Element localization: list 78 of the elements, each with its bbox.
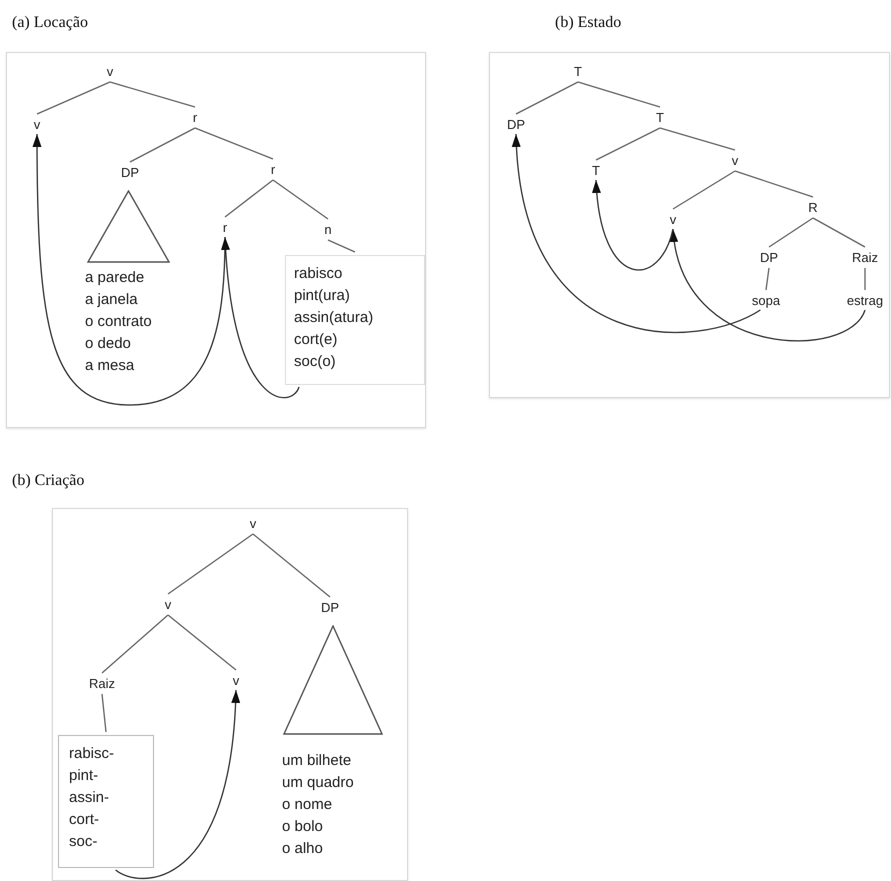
- triangle-shape: [87, 190, 170, 263]
- tree-branch: [864, 268, 866, 290]
- tree-label: T: [656, 110, 664, 125]
- word: pint-: [69, 766, 100, 786]
- tree-branch: [812, 217, 866, 248]
- tree-label: v: [106, 64, 114, 79]
- tree-label: sopa: [752, 293, 780, 308]
- tree-branch: [516, 81, 578, 115]
- tree-label: v: [250, 516, 256, 531]
- tree-branch: [102, 614, 168, 674]
- word: cort-: [69, 810, 100, 830]
- panel-title: (b) Estado: [555, 14, 622, 32]
- word: pint(ura): [294, 286, 351, 306]
- tree-label: v: [670, 212, 676, 227]
- tree-branch: [36, 81, 110, 115]
- word: a janela: [85, 290, 139, 310]
- word: o nome: [282, 795, 334, 815]
- tree-branch: [596, 127, 660, 161]
- tree-branch: [660, 127, 736, 151]
- tree-label: T: [592, 163, 600, 178]
- tree-label: n: [324, 222, 332, 237]
- movement-arrow: [512, 134, 761, 333]
- tree-branch: [768, 217, 814, 248]
- tree-branch: [578, 81, 660, 108]
- word: rabisco: [294, 264, 344, 284]
- word: o contrato: [85, 312, 152, 332]
- tree-label: v: [34, 117, 40, 132]
- tree-branch: [101, 694, 107, 732]
- movement-arrow: [221, 236, 300, 398]
- tree-branch: [168, 533, 254, 595]
- tree-label: DP: [120, 165, 140, 180]
- word: assin(atura): [294, 308, 374, 328]
- tree-branch: [168, 614, 236, 670]
- tree-label: v: [732, 153, 738, 168]
- movement-arrow: [115, 690, 240, 880]
- tree-label: r: [270, 162, 276, 177]
- tree-label: r: [192, 110, 198, 125]
- tree-label: R: [808, 200, 818, 215]
- tree-branch: [672, 170, 736, 210]
- word: o bolo: [282, 817, 324, 837]
- panel-title: (b) Criação: [12, 472, 84, 490]
- word: o dedo: [85, 334, 132, 354]
- tree-label: T: [574, 64, 582, 79]
- movement-arrow: [32, 134, 226, 406]
- tree-label: DP: [760, 250, 778, 265]
- word: a parede: [85, 268, 146, 288]
- tree-label: DP: [506, 117, 526, 132]
- word-box: [58, 735, 154, 868]
- word: um bilhete: [282, 751, 352, 771]
- movement-arrow: [592, 180, 674, 270]
- triangle-shape: [283, 625, 383, 735]
- tree-label: Raiz: [852, 250, 878, 265]
- word: a mesa: [85, 356, 136, 376]
- panel-title: (a) Locação: [12, 14, 88, 32]
- tree-branch: [130, 127, 196, 163]
- word: soc-: [69, 832, 98, 852]
- tree-label: v: [164, 597, 172, 612]
- tree-branch: [272, 179, 328, 220]
- word: soc(o): [294, 352, 337, 372]
- tree-label: estrag: [846, 293, 884, 308]
- tree-label: DP: [320, 600, 340, 615]
- word: o alho: [282, 839, 324, 859]
- word: rabisc-: [69, 744, 116, 764]
- tree-label: r: [222, 220, 228, 235]
- word: um quadro: [282, 773, 354, 793]
- word: assin-: [69, 788, 110, 808]
- tree-branch: [194, 127, 274, 160]
- tree-label: v: [232, 673, 240, 688]
- tree-branch: [252, 534, 330, 598]
- tree-label: Raiz: [89, 676, 115, 691]
- word-box: [285, 255, 425, 385]
- tree-branch: [734, 170, 814, 198]
- tree-branch: [224, 179, 274, 218]
- tree-branch: [110, 81, 196, 108]
- tree-branch: [328, 239, 356, 253]
- movement-arrow: [670, 228, 866, 342]
- tree-branch: [765, 268, 770, 290]
- word: cort(e): [294, 330, 338, 350]
